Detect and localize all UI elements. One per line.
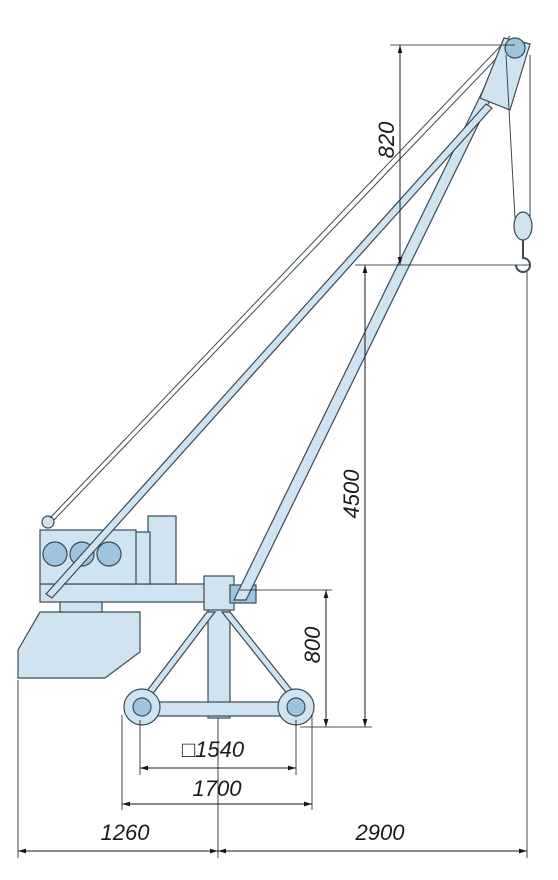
motor-housing xyxy=(147,515,177,585)
mast-head xyxy=(203,575,235,611)
platform-beam xyxy=(39,583,223,603)
hook-cable-1 xyxy=(505,54,516,219)
hook-block xyxy=(513,211,533,241)
winch-drum-1 xyxy=(42,541,68,567)
wheel-left-hub xyxy=(132,697,152,717)
wheel-right-hub xyxy=(286,697,306,717)
winch-drum-3 xyxy=(96,541,122,567)
base-leg-left xyxy=(138,611,217,701)
hook xyxy=(515,240,531,273)
boom xyxy=(233,75,501,601)
base-crossbar xyxy=(139,701,301,717)
dim-base-square: □1540 xyxy=(182,737,245,762)
crane-body xyxy=(17,35,533,726)
dimension-lines xyxy=(17,44,530,858)
boom-stay xyxy=(45,103,493,599)
hoist-cable xyxy=(49,35,511,519)
winch-pulley-top xyxy=(41,515,55,529)
dim-hook-drop: 820 xyxy=(374,121,399,158)
dimension-labels: 820 4500 800 □1540 1700 1260 2900 xyxy=(101,121,406,845)
dim-lift-height: 4500 xyxy=(339,469,364,519)
dim-base-width: 1700 xyxy=(193,776,243,801)
counterweight xyxy=(17,611,141,679)
base-leg-right xyxy=(220,611,302,701)
hoist-cable-2 xyxy=(53,39,515,521)
dim-boom-reach: 2900 xyxy=(355,820,406,845)
head-sheave xyxy=(504,37,526,59)
dim-base-height: 800 xyxy=(300,626,325,663)
dim-counter-reach: 1260 xyxy=(101,820,151,845)
